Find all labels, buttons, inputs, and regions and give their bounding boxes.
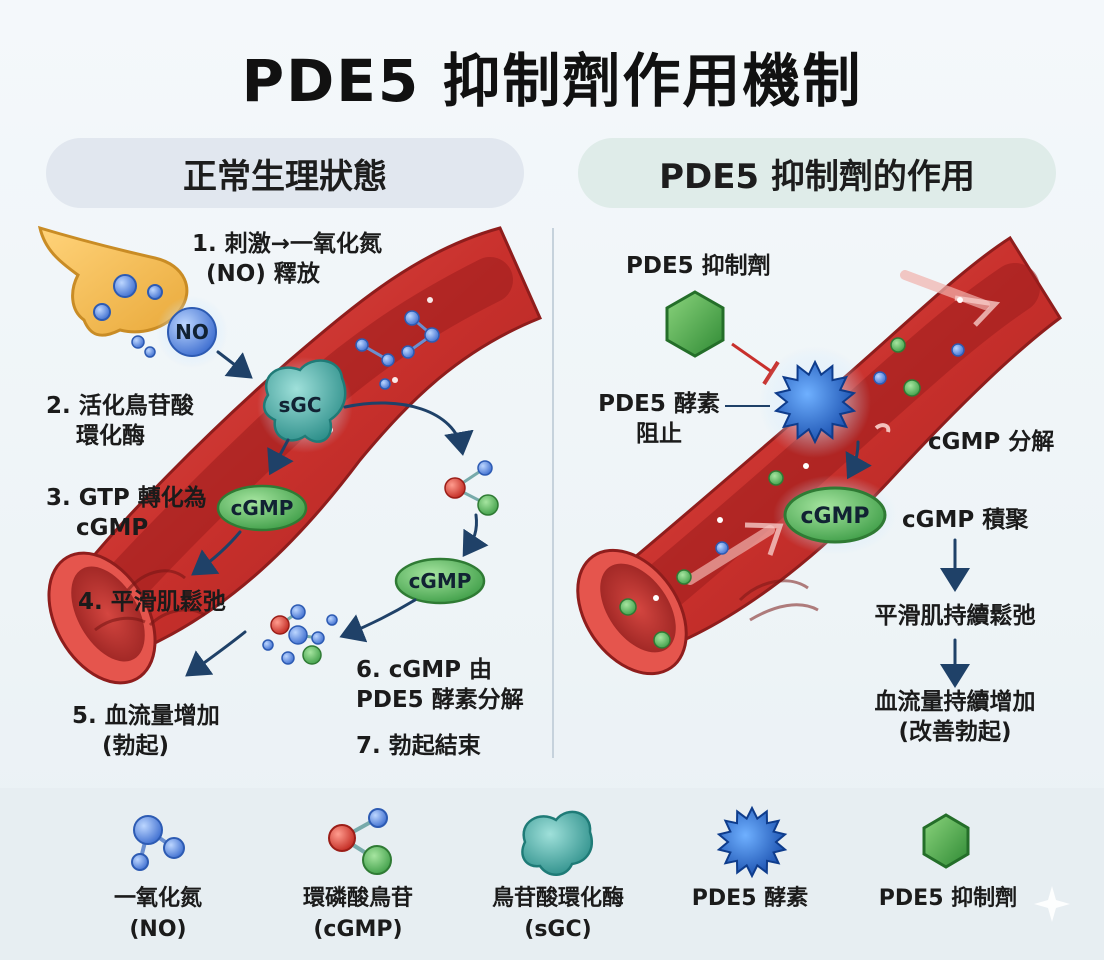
- inhibitor-action-heading: PDE5 抑制劑的作用: [578, 138, 1056, 208]
- pde5-inhibitor-icon: [922, 813, 970, 869]
- pde5-inhibitor-hexagon: [665, 290, 780, 386]
- cgmp-fragments: [262, 604, 338, 665]
- sgc-enzyme-shape: sGC: [257, 357, 353, 453]
- sgc-label: sGC: [279, 393, 322, 417]
- pde5-enzyme-icon: [716, 805, 788, 879]
- panel-divider: [552, 228, 554, 758]
- step-1-label: 1. 刺激→一氧化氮 (NO) 釋放: [192, 231, 383, 287]
- no-label: NO: [175, 320, 209, 344]
- vessel-no-molecules: [355, 310, 440, 390]
- cgmp-accumulated-oval: cGMP: [773, 475, 897, 555]
- sgc-enzyme-icon: [521, 810, 593, 876]
- pde5-enzyme-star: [725, 346, 891, 458]
- sparkle-icon: [1034, 886, 1070, 922]
- blood-flow-label: 血流量持續增加 (改善勃起): [874, 689, 1036, 745]
- left-flow-arrows: [185, 350, 489, 677]
- legend-pde5-inhibitor: PDE5 抑制劑: [878, 886, 1018, 911]
- cgmp-oval-2: cGMP: [394, 557, 486, 605]
- step-3-label: 3. GTP 轉化為 cGMP: [46, 485, 207, 541]
- step-7-label: 7. 勃起結束: [356, 733, 481, 759]
- right-flow-arrows: [845, 440, 970, 688]
- cgmp-molecule-model: [444, 460, 499, 516]
- smooth-muscle-label: 平滑肌持續鬆弛: [874, 603, 1036, 629]
- cgmp-oval-1: cGMP: [216, 484, 308, 532]
- cgmp-molecule-icon: [328, 808, 392, 875]
- step-2-label: 2. 活化鳥苷酸 環化酶: [46, 393, 194, 449]
- legend-pde5-enzyme: PDE5 酵素: [691, 886, 809, 911]
- cgmp-accumulate-label: cGMP 積聚: [902, 507, 1029, 533]
- no-molecule-sphere: NO: [156, 296, 228, 368]
- no-molecule-icon: [131, 815, 185, 871]
- page-title: PDE5 抑制劑作用機制: [241, 47, 863, 115]
- step-6-label: 6. cGMP 由 PDE5 酵素分解: [356, 657, 524, 713]
- enzyme-blocked-label: PDE5 酵素 阻止: [598, 391, 720, 447]
- step-5-label: 5. 血流量增加 (勃起): [72, 703, 220, 759]
- cgmp-label-2: cGMP: [409, 569, 472, 593]
- normal-state-heading: 正常生理狀態: [46, 138, 524, 208]
- cgmp-label-right: cGMP: [800, 504, 869, 529]
- legend-cgmp: 環磷酸鳥苷(cGMP): [302, 886, 413, 942]
- inhibitor-label: PDE5 抑制劑: [626, 253, 771, 279]
- step-4-label: 4. 平滑肌鬆弛: [78, 589, 226, 615]
- nerve-ending-icon: [37, 225, 189, 358]
- right-vessel-cgmp-dots: [619, 337, 965, 649]
- cgmp-label-1: cGMP: [231, 496, 294, 520]
- legend-no: 一氧化氮(NO): [113, 886, 202, 942]
- legend-sgc: 鳥苷酸環化酶(sGC): [491, 886, 624, 942]
- cgmp-breakdown-label: cGMP 分解: [928, 429, 1055, 455]
